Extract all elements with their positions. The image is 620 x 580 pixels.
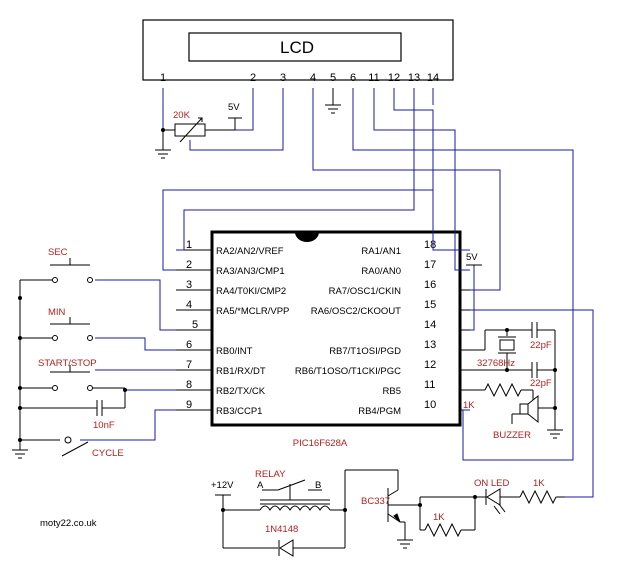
pot-label: 20K [173, 110, 191, 121]
pic-pin-label-12: RB6/T1OSO/T1CKI/PGC [295, 366, 401, 377]
lcd-pin-1: 1 [160, 72, 166, 84]
crystal-label: 32768Hz [477, 358, 515, 369]
startstop-label: START/STOP [38, 358, 97, 369]
pic-name: PIC16F628A [293, 438, 348, 449]
pic-pin-num-5: 5 [192, 319, 198, 331]
lcd-pin5-ground-icon [325, 88, 341, 114]
relay-circuit [215, 469, 398, 557]
pot-20k [155, 117, 242, 159]
junction-dot [18, 386, 22, 390]
pic-pin-num-11: 11 [424, 379, 435, 391]
pic-pin-num-17: 17 [424, 259, 436, 271]
junction-dot [343, 508, 347, 512]
pic-pin-label-9: RB3/CCP1 [216, 406, 262, 417]
lcd-pin-numbers: 1 2 3 4 5 6 11 12 13 14 [160, 72, 439, 84]
transistor-label: BC337 [361, 496, 390, 507]
r-1k-buzzer-label: 1K [463, 400, 475, 411]
pic-pin-label-7: RB1/RX/DT [216, 366, 266, 377]
lcd-pin-2: 2 [250, 72, 256, 84]
junction-dot [18, 336, 22, 340]
lcd-pin-5: 5 [330, 72, 336, 84]
pic-pin-label-3: RA4/T0KI/CMP2 [216, 286, 286, 297]
pic-pin-label-1: RA2/AN2/VREF [216, 246, 284, 257]
junction-dot [505, 328, 509, 332]
ic-notch [295, 232, 319, 242]
sec-button [20, 258, 93, 283]
lcd-pin-14: 14 [427, 72, 439, 84]
pic-pin-num-6: 6 [186, 339, 192, 351]
relay-label: RELAY [255, 469, 286, 480]
pic-pin-label-17: RA0/AN0 [361, 266, 401, 277]
pic-pin-label-15: RA6/OSC2/CKOOUT [311, 306, 401, 317]
on-led-circuit [419, 488, 565, 515]
lcd-pin-4: 4 [310, 72, 316, 84]
pic-pin-num-9: 9 [186, 399, 192, 411]
buzzer-label: BUZZER [493, 430, 531, 441]
credit-text: moty22.co.uk [40, 518, 97, 529]
pic-5v-label: 5V [466, 252, 478, 263]
left-ground-rail [12, 280, 28, 459]
lcd-pin-11: 11 [368, 72, 379, 84]
min-label: MIN [48, 307, 66, 318]
junction-dot [18, 296, 22, 300]
r-1k-led-label: 1K [533, 478, 545, 489]
pic-pin-num-16: 16 [424, 279, 436, 291]
cap-10nf-label: 10nF [93, 420, 115, 431]
pic-left-pin-stubs [176, 249, 212, 411]
lcd-label: LCD [280, 38, 314, 57]
r-1k-base-label: 1K [433, 512, 445, 523]
v12-label: +12V [211, 480, 234, 491]
pic-pin-num-12: 12 [424, 359, 436, 371]
on-led-label: ON LED [474, 478, 510, 489]
pic-pin-label-6: RB0/INT [216, 346, 253, 357]
cap-22pf-top-label: 22pF [530, 340, 552, 351]
pic-pin-label-18: RA1/AN1 [361, 246, 401, 257]
min-button [20, 317, 93, 341]
pic-ic: PIC16F628A [210, 230, 462, 449]
pic-pin-num-13: 13 [424, 339, 436, 351]
pic-pin-num-18: 18 [424, 239, 436, 251]
lcd-pin-12: 12 [388, 72, 400, 84]
diode-label: 1N4148 [265, 524, 298, 535]
sec-label: SEC [48, 247, 68, 258]
pic-pin-num-7: 7 [186, 359, 192, 371]
pic-pin-label-2: RA3/AN3/CMP1 [216, 266, 285, 277]
pic-left-pins: 1 2 3 4 5 6 7 8 9 RA2/AN2/VREF RA3/AN3/C… [186, 239, 289, 417]
lcd-5v-label: 5V [228, 102, 240, 113]
lcd-module: LCD [142, 19, 454, 81]
lcd-pin-3: 3 [280, 72, 286, 84]
pic-pin-label-4: RA5/*MCLR/VPP [216, 306, 289, 317]
pic-pin-label-8: RB2/TX/CK [216, 386, 266, 397]
transistor-bc337 [387, 470, 476, 549]
lcd-pin-13: 13 [408, 72, 420, 84]
junction-dot [221, 508, 225, 512]
startstop-button [20, 365, 125, 391]
pic-pin-num-1: 1 [186, 239, 192, 251]
buzzer-circuit [470, 382, 555, 424]
cycle-label: CYCLE [92, 448, 124, 459]
cap-10nf [20, 390, 126, 416]
relay-a-label: A [257, 480, 264, 491]
junction-dot [505, 368, 509, 372]
pic-pin-label-11: RB5 [383, 386, 401, 397]
junction-dot [161, 128, 165, 132]
pic-pin-num-15: 15 [424, 299, 436, 311]
wiring [80, 88, 594, 498]
relay-b-label: B [315, 480, 321, 491]
pic-pin-label-10: RB4/PGM [358, 406, 401, 417]
pic-pin-num-8: 8 [186, 379, 192, 391]
pic-pin-num-3: 3 [186, 279, 192, 291]
cycle-switch [20, 436, 89, 457]
pic-pin-num-4: 4 [186, 299, 192, 311]
pic-pin-num-14: 14 [424, 319, 436, 331]
junction-dot [553, 368, 557, 372]
cap-22pf-bot-label: 22pF [530, 378, 552, 389]
lcd-pin-6: 6 [350, 72, 356, 84]
pic-pin-label-16: RA7/OSC1/CKIN [329, 286, 401, 297]
pic-pin-label-13: RB7/T1OSI/PGD [329, 346, 401, 357]
pic-pin-num-10: 10 [424, 399, 436, 411]
pic-pin-num-2: 2 [186, 259, 192, 271]
